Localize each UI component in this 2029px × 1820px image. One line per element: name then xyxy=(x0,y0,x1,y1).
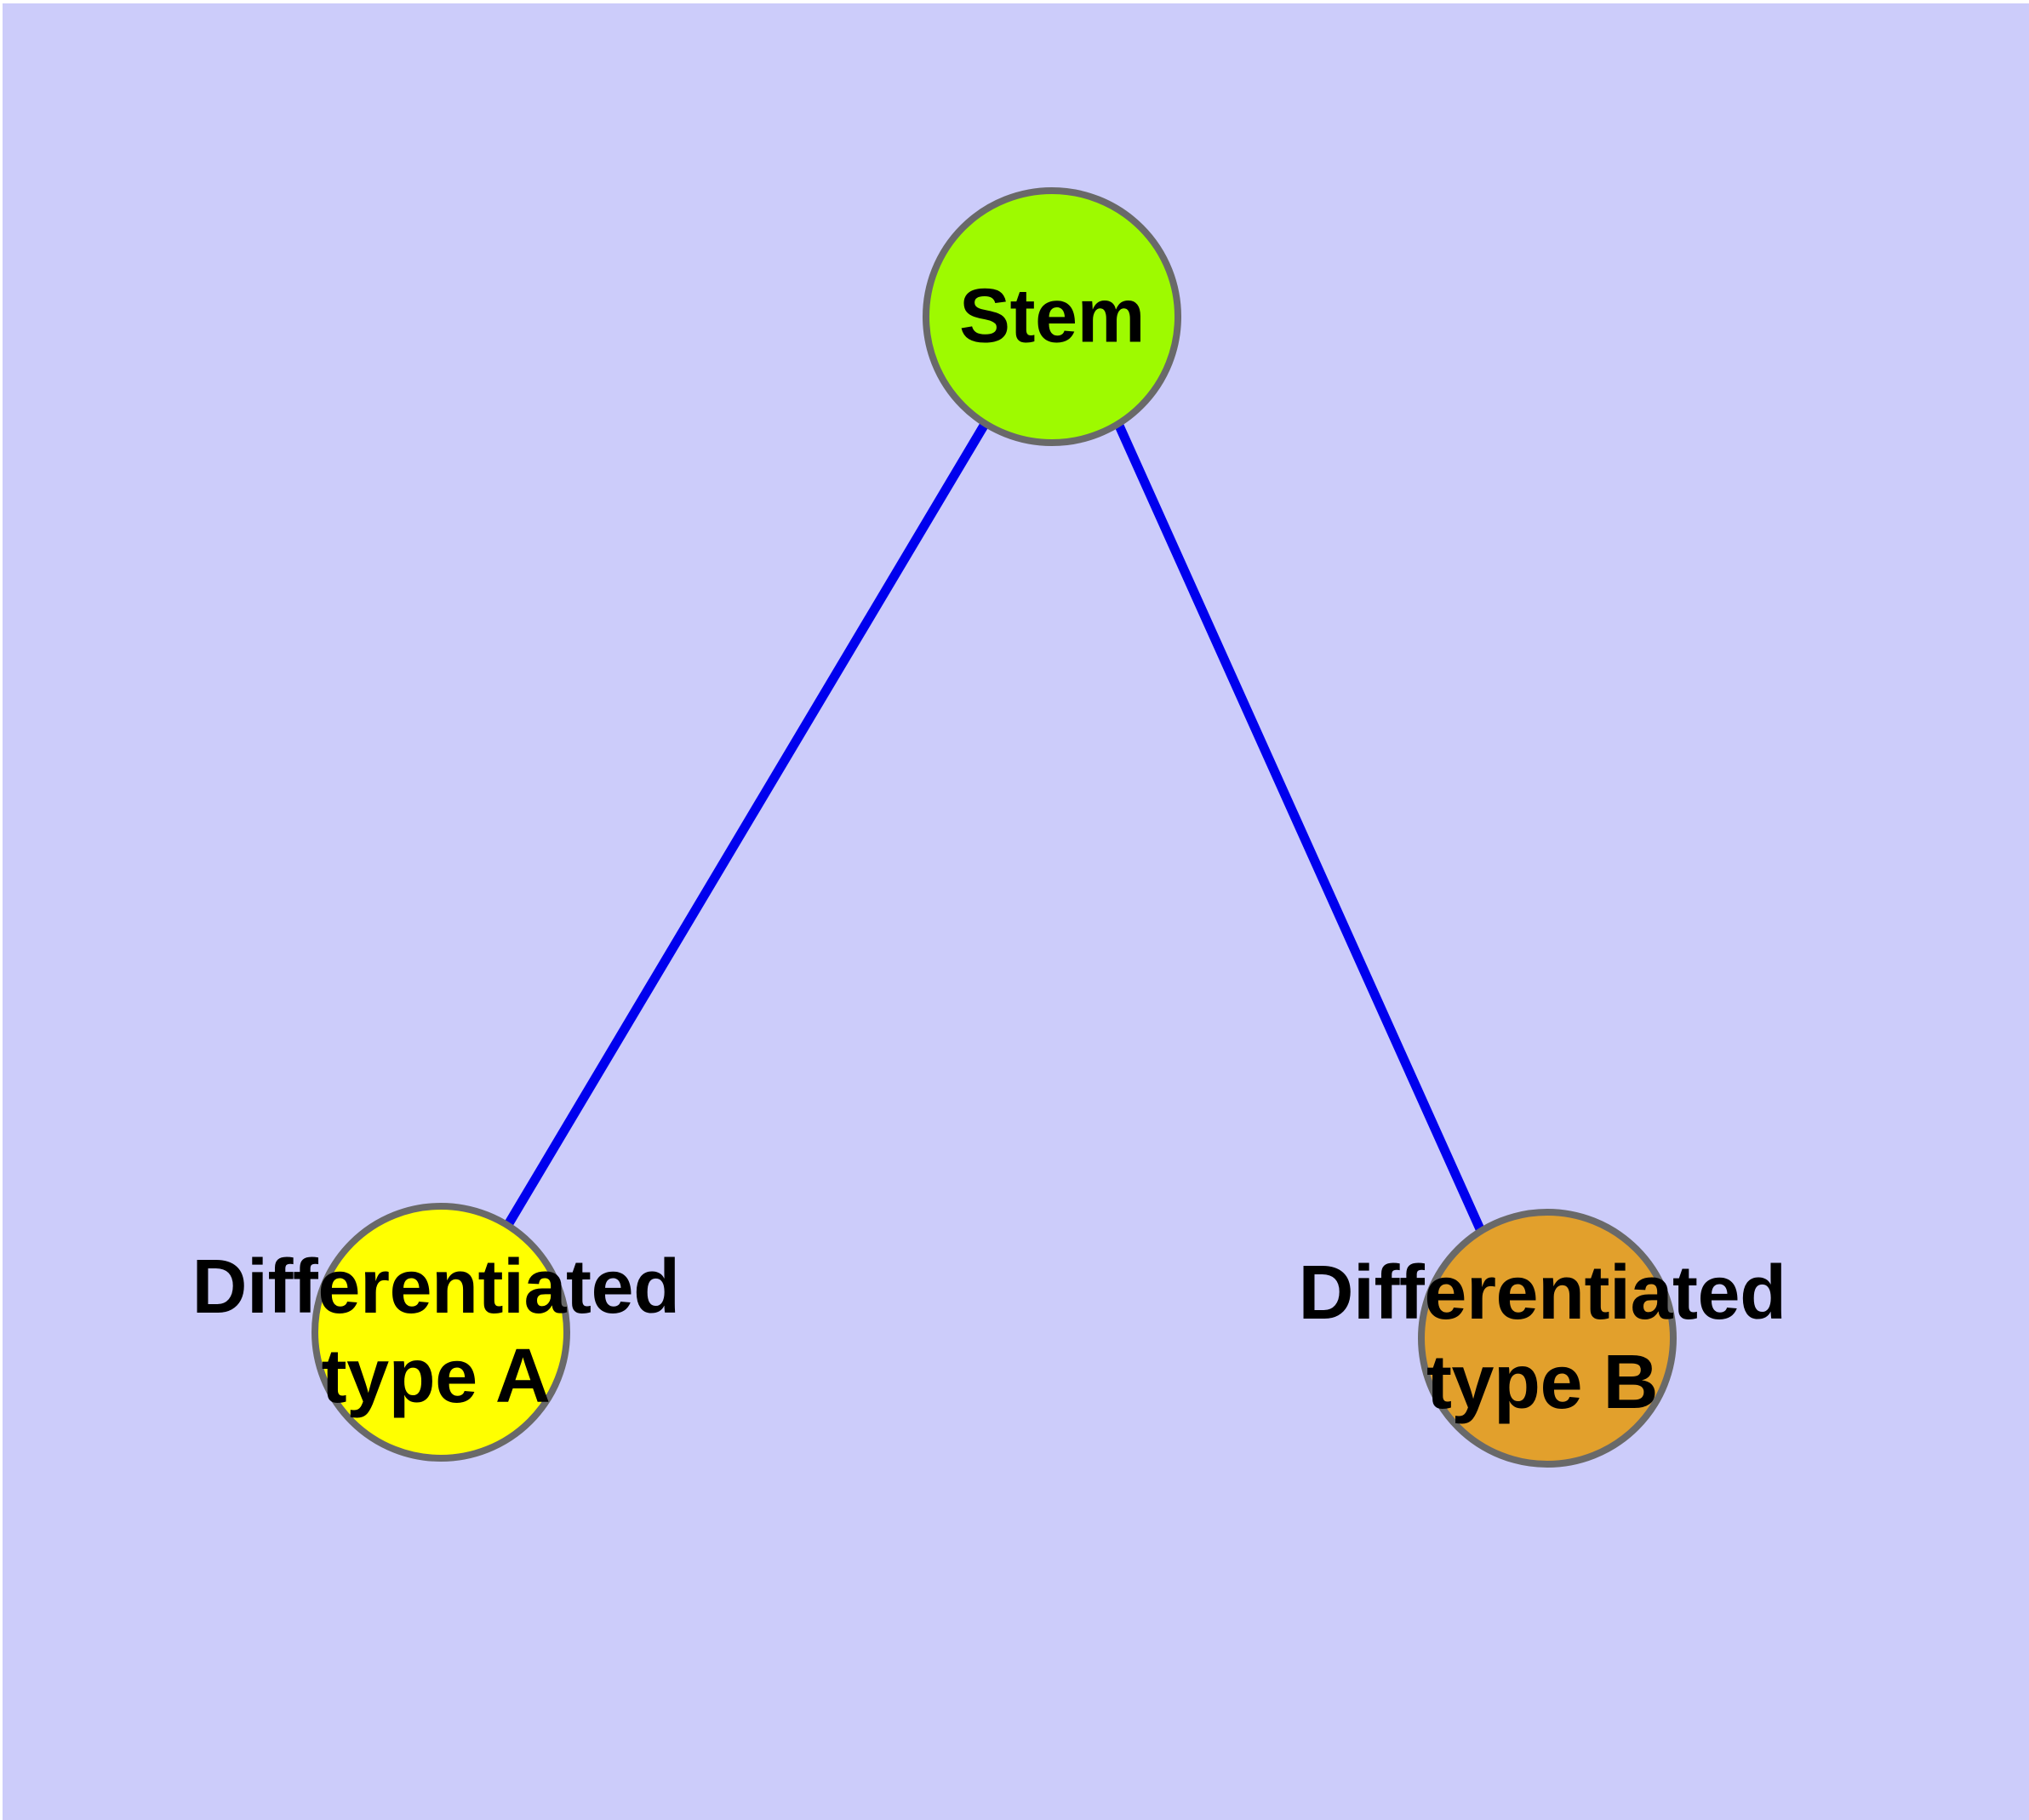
node-differentiated-type-b[interactable] xyxy=(1418,1209,1677,1468)
edge-stem-to-differentiated-type-a[interactable] xyxy=(505,423,988,1226)
edge-stem-to-differentiated-type-b[interactable] xyxy=(1114,423,1486,1233)
node-differentiated-type-a[interactable] xyxy=(311,1203,570,1462)
node-stem[interactable] xyxy=(923,187,1181,446)
node-group xyxy=(311,187,1677,1468)
edge-group xyxy=(505,423,1486,1233)
